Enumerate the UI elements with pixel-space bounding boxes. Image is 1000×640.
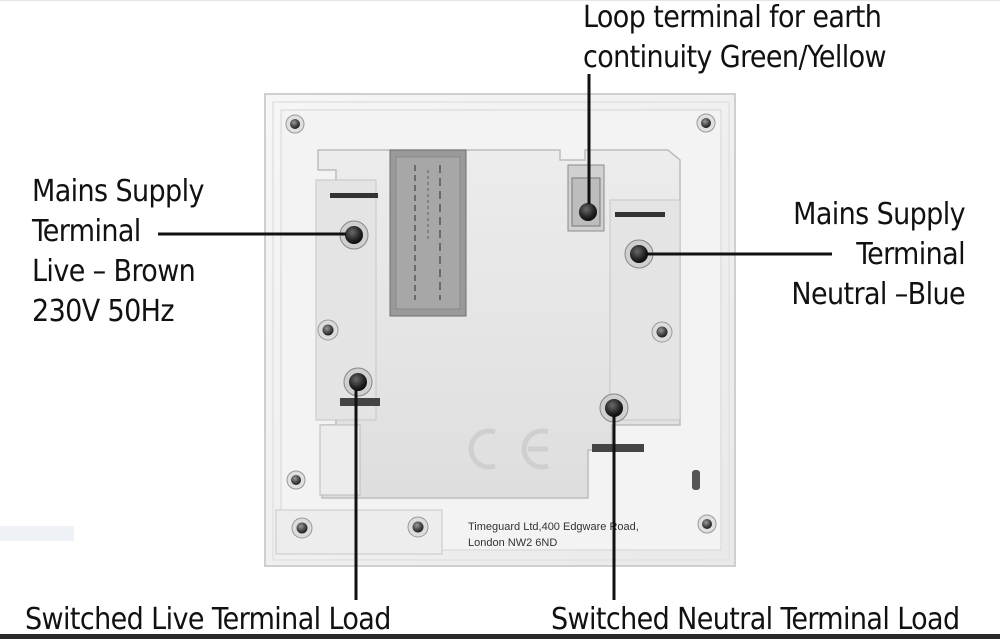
- callout-mains-neutral: Mains Supply Terminal Neutral –Blue: [791, 195, 965, 315]
- mounting-screw-left: [317, 319, 339, 341]
- ce-mark-emboss: [468, 428, 549, 470]
- corner-screw-top-right: [696, 113, 716, 133]
- corner-screw-bottom-right: [697, 514, 717, 534]
- callout-neutral-line-1: Mains Supply: [793, 197, 965, 232]
- callout-switched-live: Switched Live Terminal Load: [25, 600, 391, 640]
- mains-neutral-terminal: [624, 239, 654, 269]
- mains-live-terminal: [339, 220, 369, 250]
- callout-switched-neutral: Switched Neutral Terminal Load: [551, 600, 960, 640]
- switched-neutral-slot: [592, 444, 644, 452]
- manufacturer-address-line-1: Timeguard Ltd,400 Edgware Road,: [468, 521, 639, 533]
- callout-live-line-4: 230V 50Hz: [32, 294, 175, 329]
- callout-neutral-line-3: Neutral –Blue: [791, 277, 965, 312]
- callout-mains-live: Mains Supply Terminal Live – Brown 230V …: [32, 172, 204, 332]
- callout-earth-line-1: Loop terminal for earth: [583, 0, 882, 35]
- bottom-edge-bar: [0, 634, 1000, 639]
- top-rule: [0, 0, 1000, 1]
- corner-screw-top-left: [285, 114, 305, 134]
- manufacturer-address-line-2: London NW2 6ND: [468, 537, 557, 549]
- callout-live-line-1: Mains Supply: [32, 174, 204, 209]
- faint-edge-artifact: [0, 526, 74, 541]
- indicator-slot: [692, 470, 700, 490]
- rating-label-panel: [389, 149, 467, 317]
- switched-live-slot: [340, 398, 380, 406]
- callout-earth-line-2: continuity Green/Yellow: [583, 40, 887, 75]
- switched-neutral-terminal: [599, 393, 629, 423]
- callout-switched-neutral-label: Switched Neutral Terminal Load: [551, 602, 960, 637]
- callout-earth-loop: Loop terminal for earth continuity Green…: [583, 0, 887, 78]
- neutral-terminal-slot: [615, 212, 665, 217]
- callout-neutral-line-2: Terminal: [856, 237, 965, 272]
- callout-live-line-3: Live – Brown: [32, 254, 196, 289]
- bottom-fixing-strip: [275, 509, 443, 555]
- earth-loop-terminal: [567, 164, 605, 232]
- mounting-screw-right: [651, 321, 673, 343]
- switched-live-terminal: [343, 367, 373, 397]
- lower-left-lug: [319, 424, 361, 496]
- callout-live-line-2: Terminal: [32, 214, 141, 249]
- live-terminal-slot: [330, 193, 378, 198]
- corner-screw-bottom-left: [286, 470, 306, 490]
- callout-switched-live-label: Switched Live Terminal Load: [25, 602, 391, 637]
